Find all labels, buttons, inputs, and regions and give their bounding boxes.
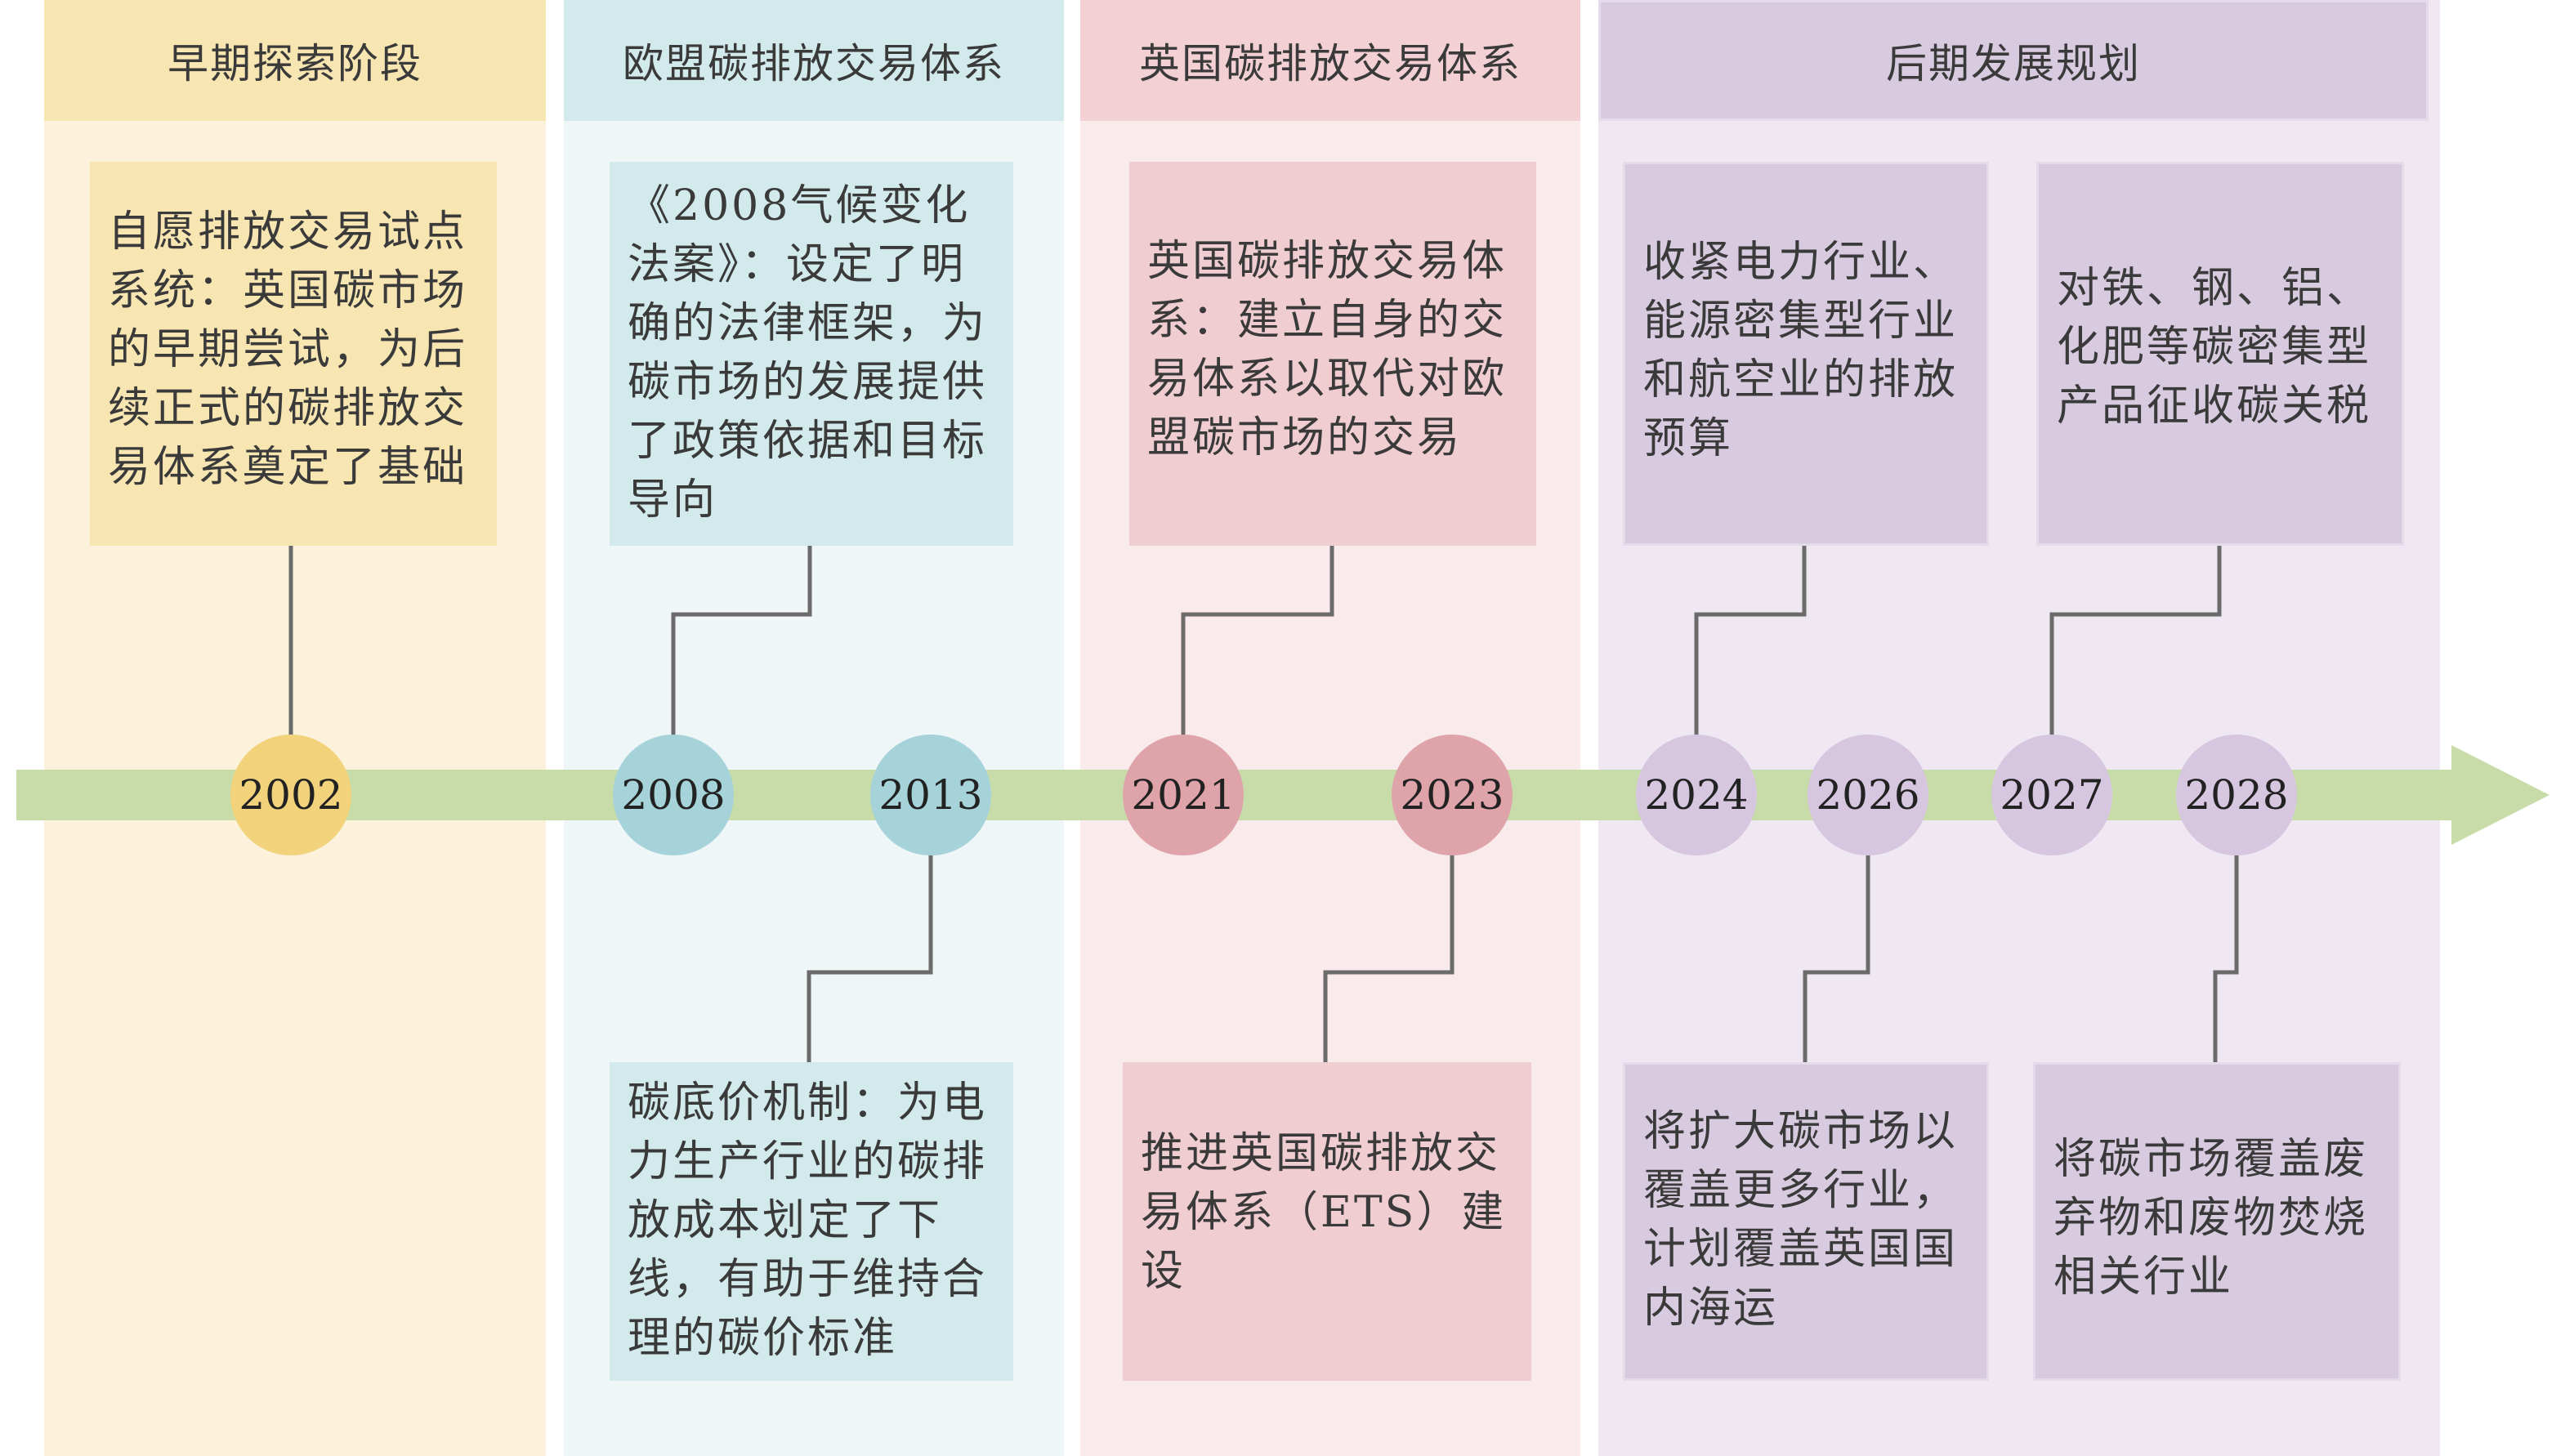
event-text-2028: 将碳市场覆盖废弃物和废物焚烧相关行业: [2053, 1135, 2369, 1302]
connector-2027: [2049, 546, 2222, 735]
year-marker-2021: 2021: [1123, 735, 1244, 855]
year-marker-2026: 2026: [1808, 735, 1928, 855]
event-card-2008: 《2008气候变化法案》：设定了明确的法律框架，为碳市场的发展提供了政策依据和目…: [610, 162, 1013, 546]
year-marker-2023: 2023: [1392, 735, 1513, 855]
event-card-2024: 收紧电力行业、能源密集型行业和航空业的排放预算: [1623, 162, 1989, 546]
connector-2013: [807, 855, 933, 1062]
year-marker-2024: 2024: [1636, 735, 1757, 855]
year-marker-2008: 2008: [613, 735, 734, 855]
year-marker-2028: 2028: [2176, 735, 2297, 855]
event-card-2027: 对铁、钢、铝、化肥等碳密集型产品征收碳关税: [2036, 162, 2404, 546]
phase-header-future: 后期发展规划: [1598, 0, 2429, 121]
event-card-2023: 推进英国碳排放交易体系（ETS）建设: [1123, 1062, 1531, 1381]
year-marker-2002: 2002: [230, 735, 351, 855]
event-text-2021: 英国碳排放交易体系：建立自身的交易体系以取代对欧盟碳市场的交易: [1147, 237, 1508, 462]
timeline-arrowhead: [2451, 745, 2549, 845]
event-card-2026: 将扩大碳市场以覆盖更多行业，计划覆盖英国国内海运: [1623, 1062, 1989, 1381]
phase-header-uk: 英国碳排放交易体系: [1080, 0, 1580, 121]
event-text-2008: 《2008气候变化法案》：设定了明确的法律框架，为碳市场的发展提供了政策依据和目…: [628, 181, 988, 525]
event-card-2013: 碳底价机制：为电力生产行业的碳排放成本划定了下线，有助于维持合理的碳价标准: [610, 1062, 1013, 1381]
event-text-2026: 将扩大碳市场以覆盖更多行业，计划覆盖英国国内海运: [1643, 1107, 1959, 1333]
connector-2008: [671, 546, 812, 735]
connector-2021: [1181, 546, 1334, 735]
phase-header-early: 早期探索阶段: [44, 0, 546, 121]
year-marker-2013: 2013: [870, 735, 991, 855]
year-marker-2027: 2027: [1991, 735, 2112, 855]
event-text-2013: 碳底价机制：为电力生产行业的碳排放成本划定了下线，有助于维持合理的碳价标准: [628, 1079, 988, 1363]
event-text-2024: 收紧电力行业、能源密集型行业和航空业的排放预算: [1643, 238, 1959, 463]
event-card-2002: 自愿排放交易试点系统：英国碳市场的早期尝试，为后续正式的碳排放交易体系奠定了基础: [90, 162, 497, 546]
phase-header-eu: 欧盟碳排放交易体系: [564, 0, 1064, 121]
event-text-2023: 推进英国碳排放交易体系（ETS）建设: [1141, 1129, 1507, 1296]
event-card-2021: 英国碳排放交易体系：建立自身的交易体系以取代对欧盟碳市场的交易: [1129, 162, 1536, 546]
connector-2026: [1803, 855, 1870, 1062]
event-card-2028: 将碳市场覆盖废弃物和废物焚烧相关行业: [2033, 1062, 2401, 1381]
connector-2028: [2213, 855, 2239, 1062]
connector-2024: [1694, 546, 1807, 735]
connector-2023: [1323, 855, 1455, 1062]
event-text-2027: 对铁、钢、铝、化肥等碳密集型产品征收碳关税: [2057, 264, 2372, 431]
connector-lines: [288, 546, 2239, 1062]
event-text-2002: 自愿排放交易试点系统：英国碳市场的早期尝试，为后续正式的碳排放交易体系奠定了基础: [108, 208, 468, 492]
